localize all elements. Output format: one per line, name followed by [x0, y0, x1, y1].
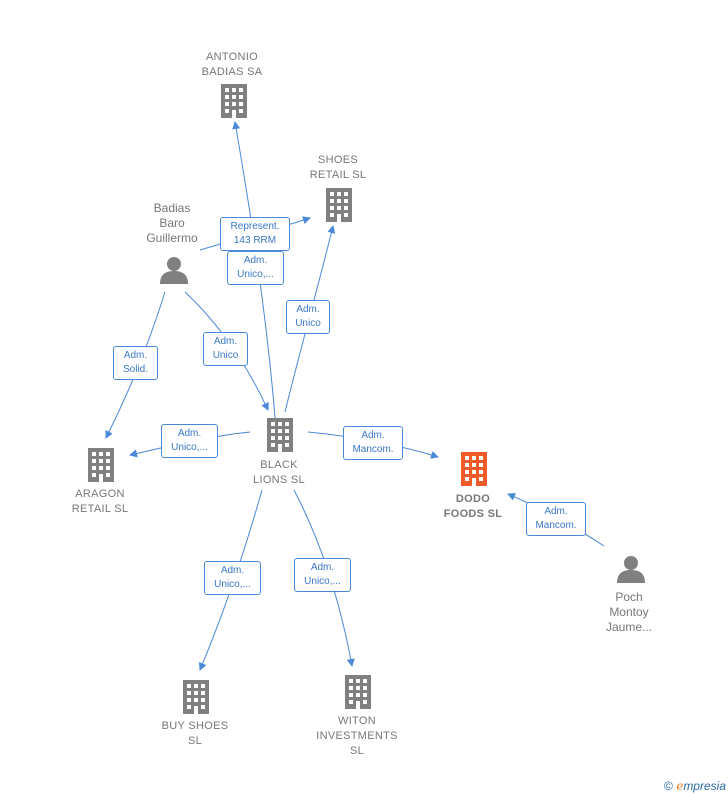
edge-label-adm-unico-aragon: Adm. Unico,... — [161, 424, 218, 458]
building-icon-black-lions[interactable] — [267, 418, 293, 452]
copyright-icon: © — [664, 779, 673, 793]
brand-name: mpresia — [683, 779, 726, 793]
edge-label-adm-unico-buy: Adm. Unico,... — [204, 561, 261, 595]
brand-footer: © empresia — [664, 779, 726, 793]
node-label-witon[interactable]: WITON INVESTMENTS SL — [316, 715, 398, 757]
person-icon-badias[interactable] — [160, 257, 188, 284]
edge-label-adm-mancom-dodo: Adm. Mancom. — [343, 426, 403, 460]
building-icon-aragon[interactable] — [88, 448, 114, 482]
node-label-antonio[interactable]: ANTONIO BADIAS SA — [201, 51, 263, 78]
building-icon-witon[interactable] — [345, 675, 371, 709]
edge-label-adm-unico-badias: Adm. Unico — [203, 332, 248, 366]
building-icon-antonio[interactable] — [221, 84, 247, 118]
node-label-dodo[interactable]: DODO FOODS SL — [443, 493, 503, 520]
edge-label-adm-unico-witon: Adm. Unico,... — [294, 558, 351, 592]
node-label-aragon[interactable]: ARAGON RETAIL SL — [71, 488, 129, 515]
edge-label-adm-solid: Adm. Solid. — [113, 346, 158, 380]
person-icon-poch[interactable] — [617, 556, 645, 583]
building-icon-shoes-retail[interactable] — [326, 188, 352, 222]
node-label-badias[interactable]: Badias Baro Guillermo — [146, 201, 198, 245]
edge-label-adm-mancom-poch: Adm. Mancom. — [526, 502, 586, 536]
edge-label-adm-unico-shoes: Adm. Unico — [286, 300, 330, 334]
edge-label-represent: Represent. 143 RRM — [220, 217, 290, 251]
node-label-poch[interactable]: Poch Montoy Jaume... — [605, 590, 653, 634]
brand-logo-e: e — [676, 779, 684, 793]
building-icon-buy-shoes[interactable] — [183, 680, 209, 714]
edge-label-adm-unico-antonio: Adm. Unico,... — [227, 251, 284, 285]
building-icon-dodo[interactable] — [461, 452, 487, 486]
node-label-buy-shoes[interactable]: BUY SHOES SL — [161, 720, 229, 747]
node-label-shoes-retail[interactable]: SHOES RETAIL SL — [309, 154, 367, 181]
node-label-black-lions[interactable]: BLACK LIONS SL — [253, 459, 305, 486]
